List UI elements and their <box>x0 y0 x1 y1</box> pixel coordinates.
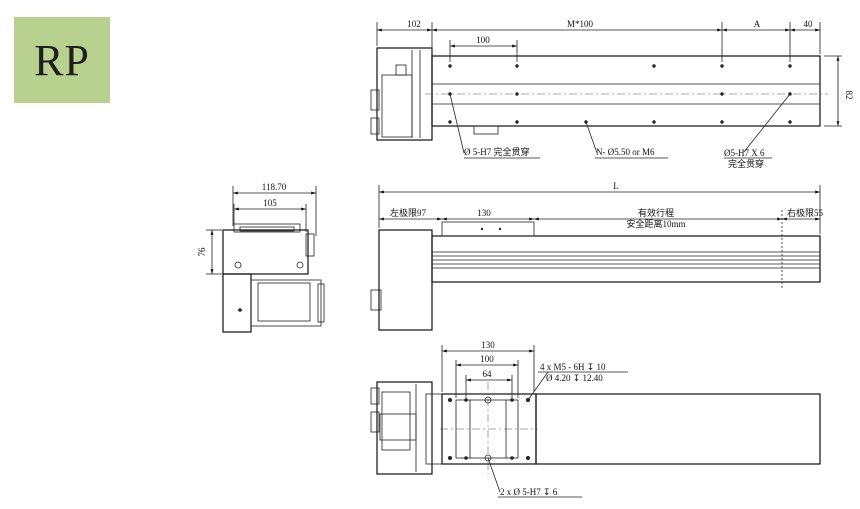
side-view: L 左极限97 130 有效行程 安全距离10mm 右极限55 <box>370 181 824 331</box>
stroke-label: 有效行程 <box>638 207 674 218</box>
note-m5: 4 x M5 - 6H ↧ 10 <box>540 362 606 372</box>
end-view: 118.70 105 76 <box>197 182 325 333</box>
note-pin-top: Ø 5-H7 完全贯穿 <box>464 146 530 157</box>
dim-118-70: 118.70 <box>262 182 287 192</box>
bottom-motor <box>370 381 433 475</box>
right-limit-label: 右极限55 <box>787 207 824 218</box>
dim-130-side: 130 <box>477 208 491 218</box>
dim-105: 105 <box>263 198 277 208</box>
dim-a: A <box>754 19 761 29</box>
dim-m100: M*100 <box>567 19 594 29</box>
top-holes <box>448 64 792 124</box>
bottom-rail-body <box>535 393 821 465</box>
end-view-carriage <box>222 229 309 275</box>
series-badge-label: RP <box>34 35 90 85</box>
bottom-view: 130 100 64 4 x M5 - 6H ↧ 10 Ø 4.20 ↧ 12.… <box>370 340 821 498</box>
note-holes: N- Ø5.50 or M6 <box>596 147 655 157</box>
dim-100-top: 100 <box>476 35 490 45</box>
left-limit-label: 左极限97 <box>390 207 427 218</box>
dim-76: 76 <box>197 247 207 257</box>
safety-distance-label: 安全距离10mm <box>626 218 685 229</box>
dim-102: 102 <box>407 19 421 29</box>
side-rail-body <box>431 235 821 283</box>
note-pin-bottom: 2 x Ø 5-H7 ↧ 6 <box>500 487 558 497</box>
top-motor <box>370 47 433 141</box>
note-pin6-line1: Ø5-H7 X 6 <box>724 148 765 158</box>
top-rail-body <box>431 55 821 127</box>
dim-l: L <box>613 181 619 191</box>
dim-100-bottom: 100 <box>480 354 494 364</box>
dim-64: 64 <box>483 369 493 379</box>
side-carriage <box>441 221 535 237</box>
note-counterbore: Ø 4.20 ↧ 12.40 <box>546 373 603 383</box>
note-pin6-line2: 完全贯穿 <box>728 158 764 169</box>
dim-40: 40 <box>804 19 814 29</box>
series-badge: RP <box>14 17 110 103</box>
dim-130-bottom: 130 <box>481 340 495 350</box>
side-motor-block <box>378 229 433 331</box>
top-view: 102 M*100 A 40 100 82 Ø 5-H7 完全贯穿 N- Ø5.… <box>370 19 854 169</box>
dim-82: 82 <box>844 91 854 100</box>
